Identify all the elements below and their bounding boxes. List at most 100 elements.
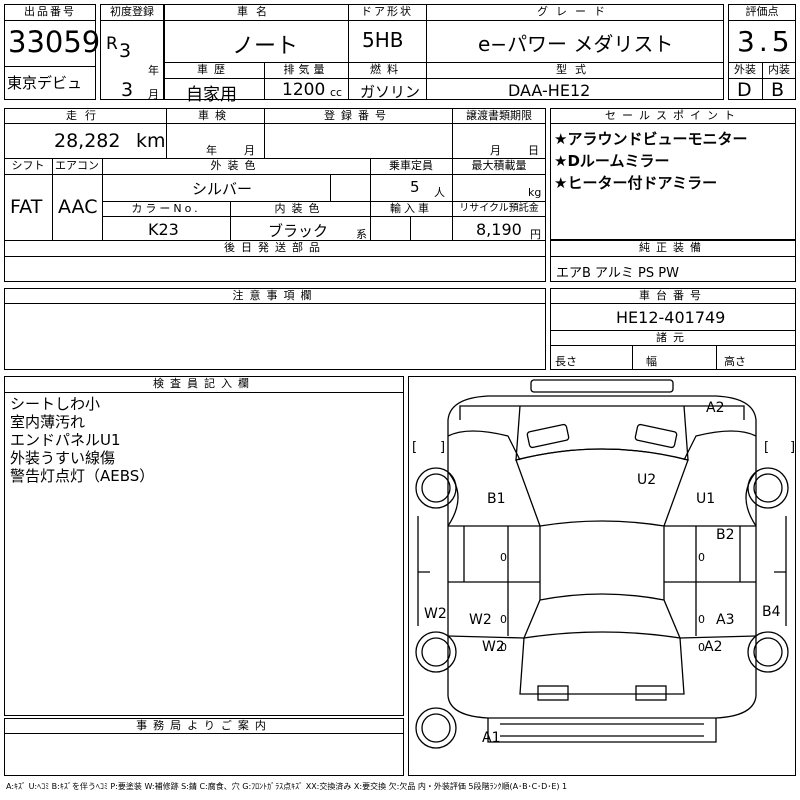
capacity-unit: 人 <box>434 186 445 199</box>
damage-zero: 0 <box>698 613 705 626</box>
damage-zero: 0 <box>500 641 507 654</box>
exterior-grade: D <box>737 79 752 101</box>
roof-sides <box>539 526 665 600</box>
year-unit: 年 <box>148 64 159 77</box>
equipment-label: 純正装備 <box>639 241 707 254</box>
bracket-left-open: [ <box>412 440 418 455</box>
inspector-note: エンドパネルU1 <box>10 431 121 449</box>
damage-right-front-fender: U1 <box>696 491 716 507</box>
damage-right-rear-fender: B4 <box>762 604 781 620</box>
mileage-label: 走行 <box>66 109 104 122</box>
transfer-month-unit: 月 <box>490 144 501 157</box>
equipment-value: エアB アルミ PS PW <box>556 266 679 281</box>
dims-label: 諸元 <box>656 331 690 344</box>
chassis-label: 車台番号 <box>639 289 707 302</box>
max-load-unit: kg <box>528 186 542 199</box>
interior-label: 内装 <box>768 63 790 76</box>
damage-zero: 0 <box>500 613 507 626</box>
era-prefix: R <box>106 34 118 54</box>
later-parts-label: 後日発送部品 <box>224 241 326 254</box>
hood-shape <box>515 405 689 461</box>
transfer-label: 譲渡書類期限 <box>466 109 532 122</box>
color-no: K23 <box>148 220 179 239</box>
office-box <box>4 718 404 776</box>
inspection-label: 車検 <box>198 109 232 122</box>
front-bumper-shape <box>530 379 674 393</box>
front-bumper-outline <box>447 395 757 421</box>
int-color: ブラック <box>268 222 329 240</box>
height-label: 高さ <box>724 355 746 368</box>
chassis-box <box>550 288 796 370</box>
car-name-label: 車名 <box>237 5 275 18</box>
int-color-unit: 系 <box>356 228 367 241</box>
rear-hatch-shape <box>519 637 685 695</box>
inspector-note: 警告灯点灯（AEBS） <box>10 467 155 485</box>
bracket-right-open: [ <box>764 440 770 455</box>
displacement-unit: cc <box>330 86 343 99</box>
max-load-label: 最大積載量 <box>471 159 527 172</box>
spare-wheel-shape <box>415 707 457 749</box>
damage-zero: 0 <box>500 551 507 564</box>
windshield-shape <box>515 448 689 527</box>
recycle: 8,190 <box>476 220 522 239</box>
equipment-box <box>550 240 796 282</box>
length-label: 長さ <box>555 355 577 368</box>
inspector-note: 外装うすい線傷 <box>10 449 116 467</box>
damage-roof: U2 <box>637 472 657 488</box>
shift-label: シフト <box>11 159 45 172</box>
grade: e−パワー メダリスト <box>478 32 674 56</box>
car-diagram <box>415 379 789 749</box>
history: 自家用 <box>186 85 237 105</box>
shift: FAT <box>10 196 43 218</box>
left-headlight-shape <box>526 423 570 449</box>
ext-color-label: 外装色 <box>210 159 262 172</box>
displacement-label: 排気量 <box>283 63 329 76</box>
damage-right-front-door: B2 <box>716 527 735 543</box>
right-taillight-shape <box>635 685 667 701</box>
cautions-box <box>4 288 546 370</box>
inspector-note: 室内薄汚れ <box>10 413 86 431</box>
region: 東京デビュ <box>7 74 83 92</box>
inspector-notes: シートしわ小 室内薄汚れ エンドパネルU1 外装うすい線傷 警告灯点灯（AEBS… <box>10 395 154 485</box>
bracket-right-close: ] <box>790 440 796 455</box>
mileage: 28,282 <box>54 130 121 152</box>
insp-month-unit: 月 <box>244 144 255 157</box>
car-name: ノート <box>232 34 299 59</box>
transfer-day-unit: 日 <box>528 144 539 157</box>
model-label: 型式 <box>556 63 594 76</box>
damage-right-rear-quarter: A2 <box>704 639 723 655</box>
ac-label: エアコン <box>55 159 99 172</box>
door-label: ドア形状 <box>361 5 413 18</box>
door-type: 5HB <box>362 28 404 52</box>
damage-left-rear-quarter: W2 <box>482 639 505 655</box>
month-unit: 月 <box>148 88 159 101</box>
insp-year-unit: 年 <box>206 144 217 157</box>
front-left-wheel-shape <box>415 467 457 509</box>
reg-no-label: 登録番号 <box>324 109 392 122</box>
front-right-wheel-shape <box>747 467 789 509</box>
rear-window-shape <box>522 593 682 639</box>
capacity-label: 乗車定員 <box>389 159 433 172</box>
inspector-label: 検査員記入欄 <box>153 377 255 390</box>
sales-points-box <box>550 108 796 240</box>
reg-year: 3 <box>119 40 132 62</box>
history-label: 車歴 <box>197 63 231 76</box>
damage-zero: 0 <box>698 551 705 564</box>
right-headlight-shape <box>634 423 678 449</box>
inspector-note: シートしわ小 <box>10 395 101 413</box>
office-label: 事務局よりご案内 <box>136 719 272 732</box>
bracket-left-close: ] <box>440 440 446 455</box>
damage-rear-bumper: A1 <box>482 730 501 746</box>
grade-label: グレード <box>537 5 613 18</box>
left-taillight-shape <box>537 685 569 701</box>
mileage-unit: km <box>136 130 166 152</box>
recycle-unit: 円 <box>530 228 541 241</box>
legend: A:ｷｽﾞ U:ﾍｺﾐ B:ｷｽﾞを伴うﾍｺﾐ P:要塗装 W:補修跡 S:錆 … <box>6 782 568 791</box>
sales-point-item: ★Dルームミラー <box>554 152 670 170</box>
rear-bumper-outline <box>447 695 757 719</box>
damage-right-rear-door: A3 <box>716 612 735 628</box>
model-code: DAA-HE12 <box>508 81 591 100</box>
car-diagram-box <box>408 376 796 776</box>
color-no-label: カラーNo. <box>131 202 201 215</box>
exterior-label: 外装 <box>734 63 756 76</box>
